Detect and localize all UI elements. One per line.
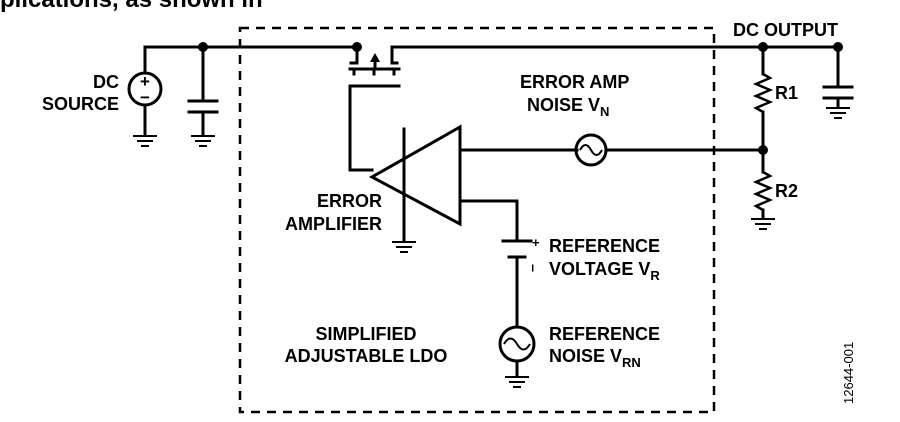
r1-label: R1 (775, 83, 798, 103)
reference-noise-source (498, 325, 536, 388)
simplified-ldo-label-line2: ADJUSTABLE LDO (285, 346, 448, 366)
cropped-heading-text: plications, as shown in (0, 0, 263, 13)
error-amplifier-symbol (368, 124, 579, 253)
simplified-ldo-label-line1: SIMPLIFIED (315, 324, 416, 344)
svg-text:+: + (532, 235, 540, 250)
error-amplifier-label-line2: AMPLIFIER (285, 214, 382, 234)
error-amp-noise-label-line1: ERROR AMP (520, 72, 629, 92)
figure-id-label: 12644-001 (841, 342, 856, 404)
error-amplifier-label-line1: ERROR (317, 191, 382, 211)
pass-transistor-symbol (348, 45, 401, 172)
dc-source-label-line2: SOURCE (42, 94, 119, 114)
output-capacitor-symbol (822, 45, 854, 119)
input-capacitor-symbol (187, 45, 219, 147)
dc-output-label: DC OUTPUT (733, 20, 838, 40)
resistor-divider (751, 45, 775, 230)
dc-source-symbol: + − (127, 45, 163, 137)
error-amp-noise-source (574, 133, 765, 167)
dc-source-label-line1: DC (93, 72, 119, 92)
reference-noise-label-line1: REFERENCE (549, 324, 660, 344)
svg-text:−: − (525, 264, 541, 272)
r2-label: R2 (775, 181, 798, 201)
error-amp-noise-label-line2: NOISE VN (527, 95, 609, 119)
reference-noise-label-line2: NOISE VRN (549, 346, 641, 370)
reference-voltage-label-line2: VOLTAGE VR (549, 259, 660, 283)
svg-text:−: − (140, 88, 150, 107)
ground-icon (133, 135, 157, 147)
svg-text:+: + (140, 72, 150, 91)
ldo-boundary-box (238, 26, 716, 414)
reference-voltage-battery: + − (501, 235, 541, 329)
reference-voltage-label-line1: REFERENCE (549, 236, 660, 256)
